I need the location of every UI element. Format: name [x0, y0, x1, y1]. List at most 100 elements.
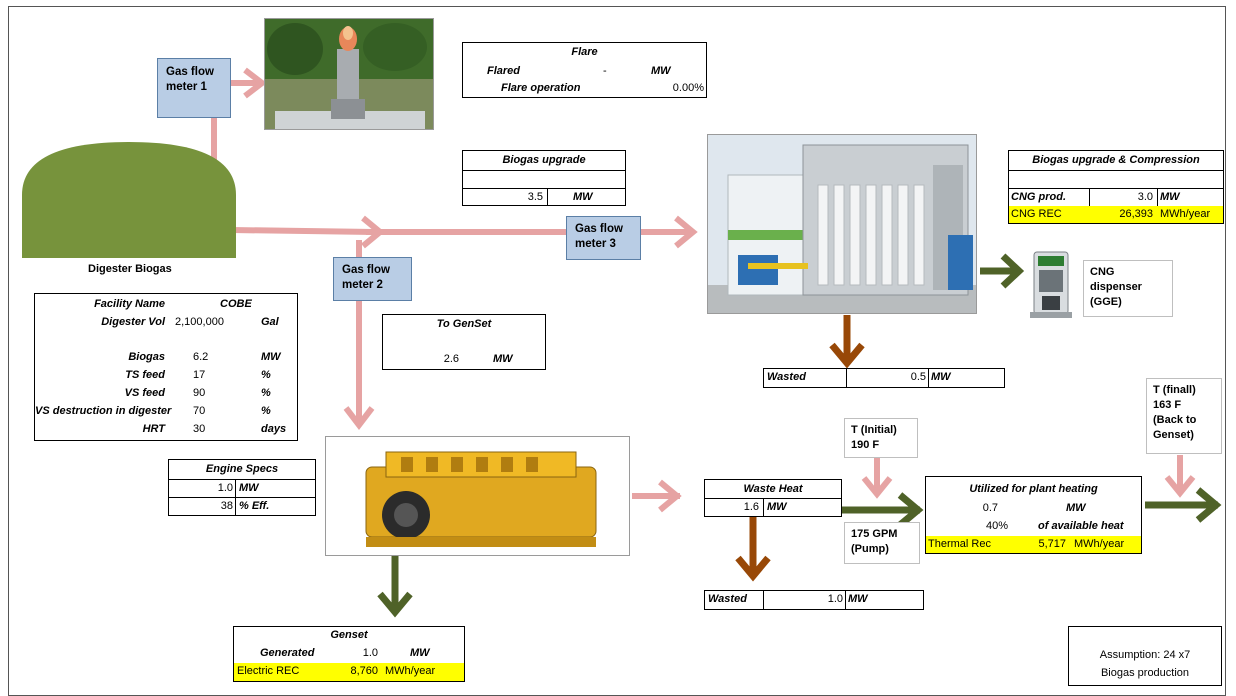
divider: [169, 497, 315, 498]
facility-row-unit: %: [261, 369, 271, 382]
t-initial-line1: T (Initial): [851, 424, 897, 436]
pump-line1: 175 GPM: [851, 528, 898, 540]
upgrade-plant-photo: [707, 134, 977, 314]
facility-row-value: COBE: [220, 298, 252, 310]
facility-row-value: 6.2: [193, 351, 209, 364]
upgrade-compression-table: Biogas upgrade & Compression CNG prod. 3…: [1008, 150, 1224, 224]
facility-row-unit: MW: [261, 351, 281, 364]
engine-mw-value: 1.0: [217, 482, 233, 494]
wasted-heat-unit: MW: [848, 593, 868, 605]
genset-generated-label: Generated: [260, 647, 315, 659]
wasted-heat-table: Wasted 1.0 MW: [704, 590, 924, 610]
pump-note: 175 GPM (Pump): [844, 522, 920, 564]
wasted-upgrade-value: 0.5: [910, 371, 926, 383]
flare-title: Flare: [571, 46, 598, 58]
gas-flow-meter-2: Gas flow meter 2: [333, 257, 412, 301]
divider: [1009, 188, 1223, 189]
wasted-upgrade-unit: MW: [931, 371, 951, 383]
thermal-rec-unit: MWh/year: [1074, 538, 1125, 550]
cng-rec-label: CNG REC: [1011, 208, 1062, 220]
cng-prod-value: 3.0: [1137, 191, 1153, 203]
meter-1-label: Gas flow meter 1: [166, 66, 214, 93]
facility-row-label: VS feed: [124, 387, 165, 399]
thermal-rec-highlight: [926, 536, 1141, 553]
to-genset-title: To GenSet: [436, 318, 492, 330]
divider: [463, 170, 625, 171]
cng-prod-label: CNG prod.: [1011, 191, 1066, 203]
biogas-upgrade-title: Biogas upgrade: [502, 154, 586, 166]
wasted-upgrade-label: Wasted: [767, 371, 806, 383]
digester-label: Digester Biogas: [88, 263, 172, 275]
facility-row-value: 2,100,000: [175, 315, 224, 328]
wasted-upgrade-table: Wasted 0.5 MW: [763, 368, 1005, 388]
cng-dispenser-icon: [1030, 251, 1072, 318]
flare-flared-value: -: [603, 65, 607, 77]
facility-row-label: TS feed: [125, 369, 165, 382]
t-final-line2: 163 F: [1153, 399, 1182, 411]
t-initial-line2: 190 F: [851, 439, 880, 451]
facility-row-label: Digester Vol: [101, 315, 165, 328]
plant-heating-pct: 40%: [985, 520, 1008, 532]
t-final-line4: Genset): [1153, 429, 1194, 441]
waste-heat-table: Waste Heat 1.6 MW: [704, 479, 842, 517]
wasted-heat-label: Wasted: [708, 593, 747, 605]
divider: [547, 188, 548, 205]
facility-row-value: 30: [193, 422, 206, 435]
plant-heating-table: Utilized for plant heating 0.7 MW 40% of…: [925, 476, 1142, 554]
facility-row-label: Biogas: [128, 351, 165, 364]
flare-flared-label: Flared: [487, 65, 521, 77]
plant-heating-value: 0.7: [982, 502, 998, 514]
cng-dispenser-text: CNG dispenser (GGE): [1090, 266, 1142, 308]
biogas-upgrade-value: 3.5: [527, 191, 543, 203]
engine-eff-value: 38: [220, 500, 233, 512]
plant-heating-title: Utilized for plant heating: [969, 483, 1098, 495]
t-initial-note: T (Initial) 190 F: [844, 418, 918, 458]
electric-rec-highlight: [234, 663, 464, 681]
cng-rec-unit: MWh/year: [1160, 208, 1211, 220]
flare-table: Flare Flared - MW Flare operation 0.00%: [462, 42, 707, 98]
divider: [763, 591, 764, 609]
divider: [845, 591, 846, 609]
biogas-upgrade-unit: MW: [573, 191, 593, 203]
facility-row-unit: %: [261, 404, 271, 417]
facility-row-unit: Gal: [261, 315, 279, 328]
genset-generated-value: 1.0: [362, 647, 378, 659]
divider: [1089, 188, 1090, 206]
divider: [928, 369, 929, 387]
divider: [1009, 170, 1223, 171]
gas-flow-meter-1: Gas flow meter 1: [157, 58, 231, 118]
facility-row-unit: days: [261, 422, 287, 435]
waste-heat-unit: MW: [767, 501, 787, 513]
facility-row-unit: %: [261, 387, 271, 399]
waste-heat-value: 1.6: [743, 501, 759, 513]
facility-row-label: VS destruction in digester: [35, 404, 172, 417]
waste-heat-title: Waste Heat: [743, 483, 803, 495]
to-genset-value: 2.6: [443, 353, 459, 365]
genset-table: Genset Generated 1.0 MW Electric REC 8,7…: [233, 626, 465, 682]
to-genset-unit: MW: [493, 353, 513, 365]
thermal-rec-value: 5,717: [1038, 538, 1066, 550]
facility-row-value: 70: [193, 404, 206, 417]
t-final-line3: (Back to: [1153, 414, 1197, 426]
divider: [169, 479, 315, 480]
pipe-digester-junction: [231, 227, 375, 235]
cng-prod-unit: MW: [1160, 191, 1180, 203]
facility-row-label: HRT: [142, 422, 165, 435]
upgrade-compression-title: Biogas upgrade & Compression: [1032, 154, 1200, 166]
assumption-line1: Assumption: 24 x7: [1099, 649, 1191, 661]
gas-flow-meter-3: Gas flow meter 3: [566, 216, 641, 260]
t-final-line1: T (finall): [1153, 384, 1196, 396]
facility-row-value: 17: [193, 369, 206, 382]
genset-generated-unit: MW: [410, 647, 430, 659]
plant-heating-unit: MW: [1066, 502, 1086, 514]
biogas-upgrade-table: Biogas upgrade 3.5 MW: [462, 150, 626, 206]
wasted-heat-value: 1.0: [827, 593, 843, 605]
to-genset-table: To GenSet 2.6 MW: [382, 314, 546, 370]
divider: [463, 188, 625, 189]
flare-photo: [264, 18, 434, 130]
cng-dispenser-label: CNG dispenser (GGE): [1083, 260, 1173, 317]
flare-operation-label: Flare operation: [501, 82, 581, 94]
flare-flared-unit: MW: [651, 65, 671, 77]
divider: [235, 479, 236, 515]
